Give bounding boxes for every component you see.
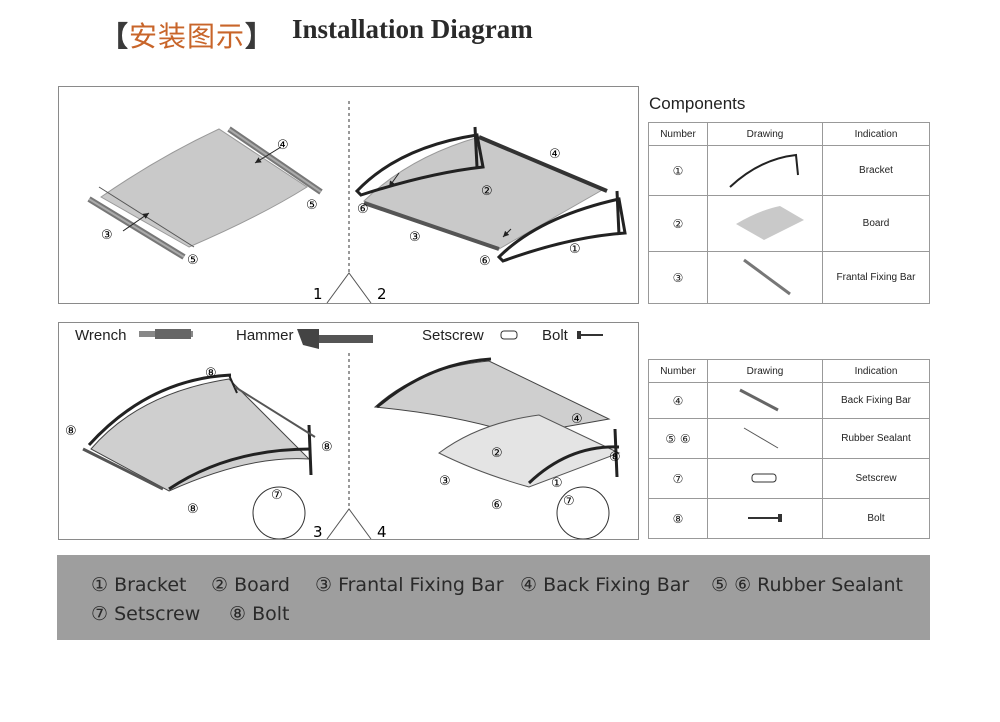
hammer-icon <box>297 329 373 349</box>
svg-text:⑧: ⑧ <box>321 440 333 455</box>
diagram-panel-top: ④ ⑤ ③ ⑤ ④ ② ⑥ ③ ① ⑥ 1 2 <box>58 86 639 304</box>
legend-frantal-fixing-bar: ③ Frantal Fixing Bar <box>315 574 504 596</box>
marker-3b: ③ <box>409 230 421 245</box>
marker-3a: ③ <box>101 228 113 243</box>
legend-rubber-sealant: ⑤ ⑥ Rubber Sealant <box>711 574 904 596</box>
components-title: Components <box>649 94 746 113</box>
svg-text:⑧: ⑧ <box>187 502 199 517</box>
legend-back-fixing-bar: ④ Back Fixing Bar <box>520 574 690 596</box>
svg-text:①: ① <box>551 476 563 491</box>
rubber-sealant-drawing <box>707 418 823 459</box>
table-row: ③ Frantal Fixing Bar <box>648 251 930 304</box>
setscrew-drawing <box>707 458 823 499</box>
marker-5b: ⑤ <box>187 253 199 268</box>
legend-bolt: ⑧ Bolt <box>229 603 290 625</box>
header-title-en: Installation Diagram <box>292 14 533 44</box>
marker-5a: ⑤ <box>306 198 318 213</box>
legend-bracket: ① Bracket <box>91 574 187 596</box>
marker-4b: ④ <box>549 147 561 162</box>
legend-bar: ① Bracket ② Board ③ Frantal Fixing Bar ④… <box>57 555 930 640</box>
step-label-1: 1 <box>313 285 323 303</box>
marker-2a: ② <box>481 184 493 199</box>
step-label-2: 2 <box>377 285 387 303</box>
header-right-bracket: 】 <box>245 20 275 53</box>
svg-text:⑦: ⑦ <box>563 494 575 509</box>
bolt-icon <box>577 331 603 339</box>
legend-board: ② Board <box>211 574 290 596</box>
marker-6a: ⑥ <box>357 202 369 217</box>
legend-setscrew: ⑦ Setscrew <box>91 603 201 625</box>
components-table-2: Number Drawing Indication ④ Back Fixing … <box>648 359 930 539</box>
svg-text:②: ② <box>491 446 503 461</box>
setscrew-icon <box>500 330 518 340</box>
table-row: ② Board <box>648 195 930 252</box>
components-table-1: Number Drawing Indication ① Bracket ② Bo… <box>648 122 930 304</box>
diagram-steps-3-4: ⑧ ⑧ ⑧ ⑧ ⑦ ④ ② ⑧ ③ ① ⑥ ⑦ 3 4 <box>65 329 621 541</box>
diagram-steps-1-2: ④ ⑤ ③ ⑤ ④ ② ⑥ ③ ① ⑥ 1 2 <box>87 101 627 304</box>
col-header-number: Number <box>648 122 708 146</box>
back-fixing-bar-drawing <box>707 382 823 419</box>
marker-4a: ④ <box>277 138 289 153</box>
board-drawing <box>707 195 823 252</box>
svg-text:④: ④ <box>571 412 583 427</box>
header-title-cn: 安装图示 <box>129 20 246 53</box>
header-chinese-title: 【安装图示】 <box>100 15 274 55</box>
col-header-indication: Indication <box>822 122 930 146</box>
tool-label-wrench: Wrench <box>75 327 127 344</box>
tool-label-hammer: Hammer <box>236 327 294 344</box>
svg-text:⑧: ⑧ <box>205 366 217 381</box>
canopy-step-4-bottom <box>438 414 621 488</box>
marker-6b: ⑥ <box>479 254 491 269</box>
bracket-drawing <box>707 145 823 196</box>
tool-label-setscrew: Setscrew <box>422 327 484 344</box>
fixing-bar-drawing <box>707 251 823 304</box>
table-row: ⑧ Bolt <box>648 498 930 539</box>
step-divider-notch <box>326 272 372 304</box>
table-row: ④ Back Fixing Bar <box>648 382 930 419</box>
table-row: ① Bracket <box>648 145 930 196</box>
table-row: ⑤ ⑥ Rubber Sealant <box>648 418 930 459</box>
table-row: ⑦ Setscrew <box>648 458 930 499</box>
wrench-icon <box>139 329 193 339</box>
svg-text:⑥: ⑥ <box>491 498 503 513</box>
svg-text:⑦: ⑦ <box>271 488 283 503</box>
svg-text:⑧: ⑧ <box>609 450 621 465</box>
bolt-drawing <box>707 498 823 539</box>
marker-1a: ① <box>569 242 581 257</box>
svg-text:⑧: ⑧ <box>65 424 77 439</box>
canopy-step-3 <box>90 378 311 492</box>
tool-label-bolt: Bolt <box>542 327 568 344</box>
header-left-bracket: 【 <box>100 20 130 53</box>
step-label-4: 4 <box>377 523 387 539</box>
diagram-panel-bottom: ⑧ ⑧ ⑧ ⑧ ⑦ ④ ② ⑧ ③ ① ⑥ ⑦ 3 4 <box>58 322 639 541</box>
bracket-right <box>496 197 627 263</box>
svg-text:③: ③ <box>439 474 451 489</box>
step-label-3: 3 <box>313 523 323 539</box>
col-header-drawing: Drawing <box>707 122 823 146</box>
